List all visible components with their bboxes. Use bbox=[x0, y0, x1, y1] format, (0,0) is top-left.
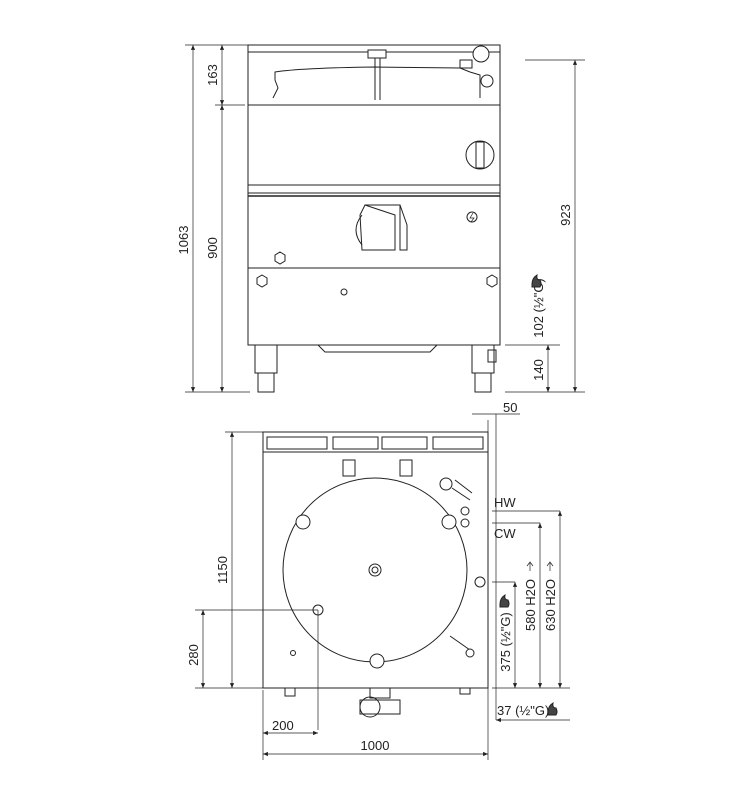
dim-630-hw: 630 H2O bbox=[543, 579, 558, 631]
gas-flame-icon bbox=[531, 273, 542, 288]
dim-375-gas: 375 (½"G) bbox=[498, 612, 513, 672]
pressure-gauge bbox=[472, 45, 490, 63]
water-arrow-icon bbox=[526, 561, 534, 571]
electric-icon bbox=[466, 211, 478, 223]
hex-nut bbox=[274, 251, 286, 265]
leg bbox=[254, 344, 278, 374]
leg bbox=[471, 344, 495, 374]
dim-580-cw: 580 H2O bbox=[523, 579, 538, 631]
dim-900: 900 bbox=[205, 237, 220, 259]
dim-923: 923 bbox=[558, 204, 573, 226]
dim-140: 140 bbox=[531, 359, 546, 381]
dim-1150: 1150 bbox=[215, 556, 230, 584]
lid-knob bbox=[367, 49, 387, 59]
front-dimensions: 163 900 1063 923 140 102 (½"G) bbox=[176, 44, 585, 393]
gas-flame-icon bbox=[547, 701, 558, 716]
label-cw: CW bbox=[494, 526, 516, 541]
dim-163: 163 bbox=[205, 64, 220, 86]
front-view bbox=[247, 44, 501, 393]
dim-280: 280 bbox=[186, 644, 201, 666]
top-dimensions: 1150 280 200 1000 50 HW CW 630 H2O 580 H… bbox=[186, 400, 570, 760]
dim-50: 50 bbox=[503, 400, 517, 415]
top-view bbox=[262, 431, 489, 718]
gas-flame-icon bbox=[499, 593, 510, 608]
dim-1063: 1063 bbox=[176, 226, 191, 255]
lid-knob bbox=[295, 514, 311, 530]
dim-102-gas: 102 (½"G) bbox=[531, 278, 546, 338]
kettle-lid bbox=[272, 66, 481, 99]
dim-1000: 1000 bbox=[361, 738, 390, 753]
dim-37-gas: 37 (½"G) bbox=[497, 703, 549, 718]
label-hw: HW bbox=[494, 495, 516, 510]
water-arrow-icon bbox=[546, 561, 554, 571]
tilt-handle bbox=[359, 204, 408, 251]
dim-200: 200 bbox=[272, 718, 294, 733]
